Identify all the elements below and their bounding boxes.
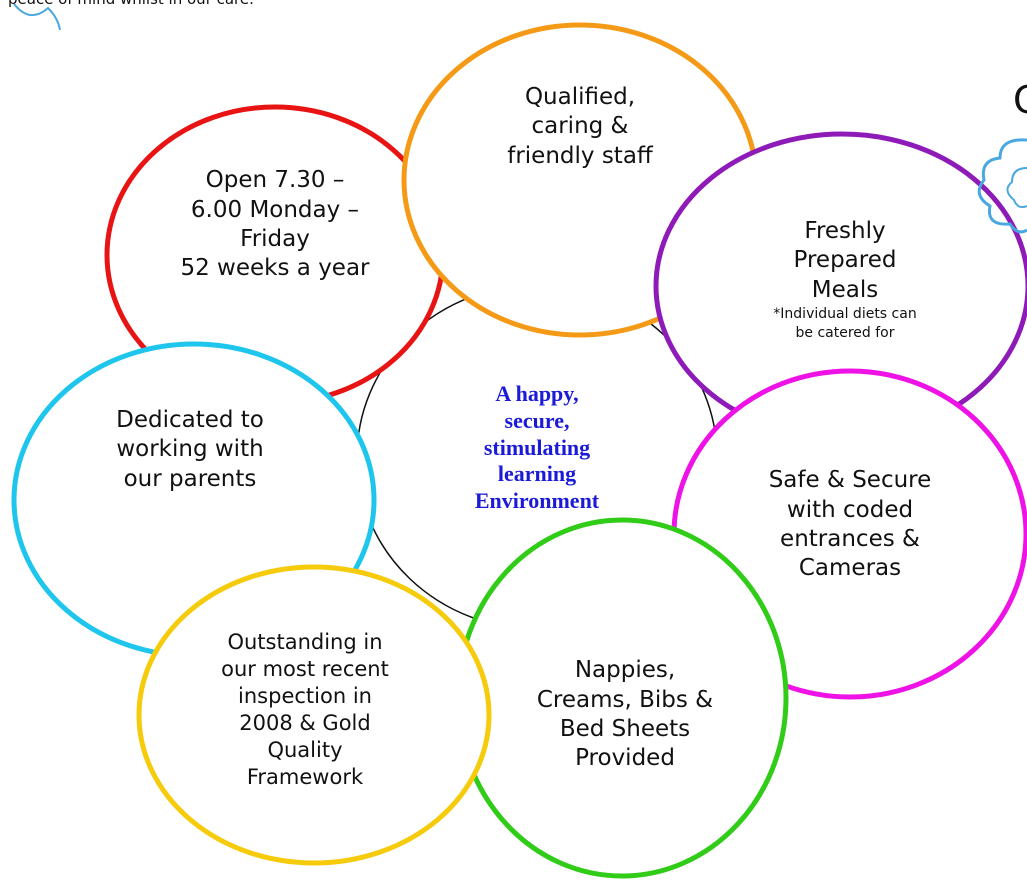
bubble-line: entrances &: [780, 526, 920, 552]
intro-text-fragment: peace of mind whilst in our care.: [8, 0, 254, 8]
bubble-line: Open 7.30 –: [205, 167, 345, 194]
bubble-line: Provided: [575, 745, 675, 772]
bubble-line: working with: [116, 436, 264, 463]
meals-note-line: *Individual diets can: [773, 306, 917, 323]
cloud-inner-icon: [1006, 167, 1027, 209]
bubble-line: Nappies,: [574, 657, 676, 684]
bubble-line: our most recent: [221, 657, 389, 682]
bubble-line: friendly staff: [507, 142, 653, 169]
center-line: Environment: [474, 488, 600, 514]
bubble-line: Qualified,: [524, 83, 636, 110]
bubble-line: Friday: [240, 226, 310, 252]
center-line: learning: [497, 461, 577, 487]
bubble-line: Outstanding in: [227, 630, 383, 655]
corner-curl-icon: [13, 3, 61, 31]
cut-off-letter: C: [1013, 78, 1027, 122]
bubble-line: Framework: [246, 764, 364, 789]
staff-text: Qualified, caring & friendly staff: [470, 62, 690, 192]
center-line: secure,: [504, 407, 570, 433]
bubble-line: 52 weeks a year: [180, 255, 370, 282]
bubble-line: 2008 & Gold: [239, 711, 371, 735]
bubble-line: inspection in: [238, 684, 372, 709]
bubble-line: our parents: [123, 465, 257, 492]
meals-text: Freshly Prepared Meals *Individual diets…: [730, 185, 960, 375]
bubble-line: Dedicated to: [116, 406, 264, 433]
bubble-line: Freshly: [804, 217, 886, 244]
bubble-line: caring &: [531, 113, 629, 140]
meals-note-line: be catered for: [795, 325, 895, 342]
bubble-line: 6.00 Monday –: [190, 196, 360, 223]
parents-text: Dedicated to working with our parents: [80, 390, 300, 510]
bubble-line: Bed Sheets: [559, 716, 691, 742]
center-statement: A happy, secure, stimulating learning En…: [420, 348, 654, 548]
provisions-text: Nappies, Creams, Bibs & Bed Sheets Provi…: [515, 630, 735, 800]
bubble-line: Quality: [267, 737, 343, 762]
inspection-text: Outstanding in our most recent inspectio…: [190, 590, 420, 830]
bubble-line: Creams, Bibs &: [536, 686, 714, 713]
bubble-line: Safe & Secure: [768, 467, 932, 494]
opening-hours-text: Open 7.30 – 6.00 Monday – Friday 52 week…: [150, 150, 400, 300]
bubble-inspection: [136, 564, 492, 866]
bubble-line: Cameras: [798, 555, 902, 582]
cloud-icon: [977, 138, 1027, 234]
center-line: A happy,: [495, 380, 579, 406]
security-text: Safe & Secure with coded entrances & Cam…: [735, 440, 965, 610]
bubble-line: Meals: [811, 276, 879, 303]
center-line: stimulating: [483, 434, 591, 460]
bubble-line: with coded: [786, 496, 914, 523]
bubble-line: Prepared: [793, 247, 897, 274]
